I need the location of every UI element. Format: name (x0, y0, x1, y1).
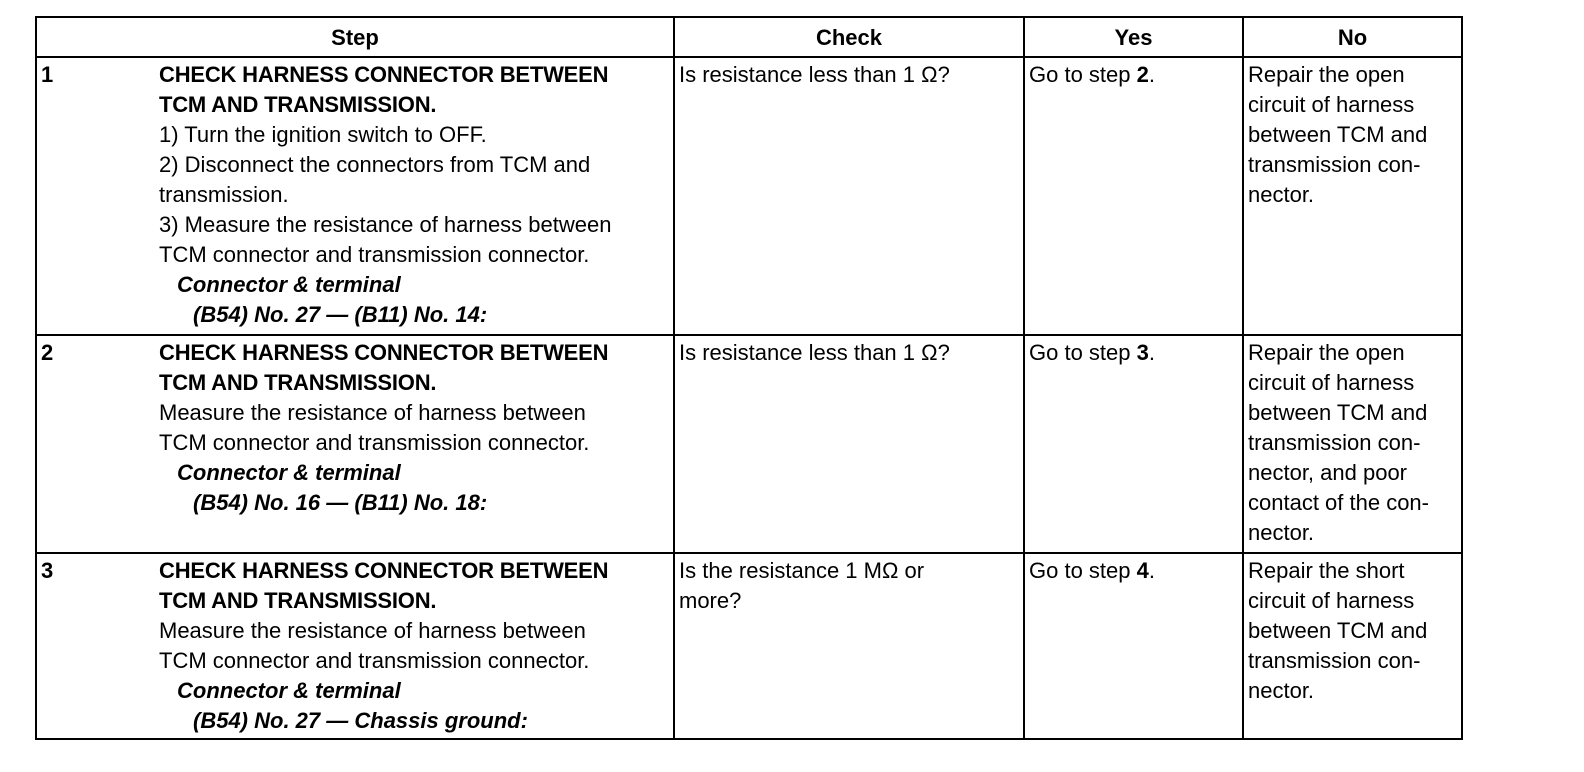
step-instruction: 3) Measure the resistance of harness bet… (159, 212, 612, 237)
step-instruction: 1) Turn the ignition switch to OFF. (159, 122, 487, 147)
no-cell: Repair the short circuit of harness betw… (1242, 552, 1463, 740)
step-instruction: 2) Disconnect the connectors from TCM an… (159, 152, 591, 177)
yes-text: Go to step (1029, 340, 1137, 365)
step-instruction: Measure the resistance of harness betwee… (159, 618, 586, 643)
yes-cell: Go to step 4. (1023, 552, 1244, 740)
yes-cell: Go to step 2. (1023, 56, 1244, 336)
no-text: Repair the open (1248, 62, 1405, 87)
header-step: Step (35, 16, 675, 58)
no-text: transmission con- (1248, 648, 1421, 673)
connector-terminal-label: Connector & terminal (177, 678, 401, 703)
yes-cell: Go to step 3. (1023, 334, 1244, 554)
step-instruction: Measure the resistance of harness betwee… (159, 400, 586, 425)
no-text: between TCM and (1248, 618, 1428, 643)
no-text: circuit of harness (1248, 588, 1415, 613)
step-title: CHECK HARNESS CONNECTOR BETWEEN (159, 340, 609, 365)
no-text: nector. (1248, 678, 1315, 703)
no-text: Repair the short (1248, 558, 1405, 583)
table-row-step-3: 3 CHECK HARNESS CONNECTOR BETWEEN TCM AN… (35, 552, 1463, 740)
step-number: 1 (41, 62, 54, 87)
no-text: nector, and poor (1248, 460, 1408, 485)
yes-step-link[interactable]: 4 (1136, 558, 1149, 583)
no-text: contact of the con- (1248, 490, 1429, 515)
step-title: TCM AND TRANSMISSION. (159, 370, 437, 395)
connector-terminal-value: (B54) No. 16 — (B11) No. 18: (193, 490, 488, 515)
connector-terminal-value: (B54) No. 27 — Chassis ground: (193, 708, 528, 733)
check-question: Is resistance less than 1 Ω? (679, 340, 950, 365)
yes-suffix: . (1148, 62, 1155, 87)
step-title: TCM AND TRANSMISSION. (159, 588, 437, 613)
step-number: 3 (41, 558, 54, 583)
yes-suffix: . (1148, 558, 1155, 583)
yes-step-link[interactable]: 3 (1136, 340, 1149, 365)
diagnostic-table: Step Check Yes No 1 CHECK HARNESS CONNEC… (35, 16, 1463, 740)
no-text: between TCM and (1248, 400, 1428, 425)
connector-terminal-value: (B54) No. 27 — (B11) No. 14: (193, 302, 488, 327)
step-title: CHECK HARNESS CONNECTOR BETWEEN (159, 62, 609, 87)
header-check: Check (673, 16, 1025, 58)
no-text: Repair the open (1248, 340, 1405, 365)
check-cell: Is resistance less than 1 Ω? (673, 334, 1025, 554)
header-no: No (1242, 16, 1463, 58)
no-text: circuit of harness (1248, 370, 1415, 395)
yes-suffix: . (1148, 340, 1155, 365)
no-text: nector. (1248, 182, 1315, 207)
table-row-step-1: 1 CHECK HARNESS CONNECTOR BETWEEN TCM AN… (35, 56, 1463, 336)
check-cell: Is the resistance 1 MΩ or more? (673, 552, 1025, 740)
connector-terminal-label: Connector & terminal (177, 272, 401, 297)
check-question: Is resistance less than 1 Ω? (679, 62, 950, 87)
check-cell: Is resistance less than 1 Ω? (673, 56, 1025, 336)
yes-text: Go to step (1029, 558, 1137, 583)
diagnostic-table-container: Step Check Yes No 1 CHECK HARNESS CONNEC… (35, 16, 1463, 740)
step-instruction: TCM connector and transmission connector… (159, 430, 590, 455)
step-instruction: TCM connector and transmission connector… (159, 242, 590, 267)
step-cell: 2 CHECK HARNESS CONNECTOR BETWEEN TCM AN… (35, 334, 675, 554)
step-title: CHECK HARNESS CONNECTOR BETWEEN (159, 558, 609, 583)
no-cell: Repair the open circuit of harness betwe… (1242, 334, 1463, 554)
no-text: nector. (1248, 520, 1315, 545)
step-cell: 3 CHECK HARNESS CONNECTOR BETWEEN TCM AN… (35, 552, 675, 740)
step-title: TCM AND TRANSMISSION. (159, 92, 437, 117)
connector-terminal-label: Connector & terminal (177, 460, 401, 485)
step-instruction: transmission. (159, 182, 289, 207)
step-number: 2 (41, 340, 54, 365)
step-instruction: TCM connector and transmission connector… (159, 648, 590, 673)
no-text: between TCM and (1248, 122, 1428, 147)
no-text: circuit of harness (1248, 92, 1415, 117)
check-question: more? (679, 588, 742, 613)
yes-text: Go to step (1029, 62, 1137, 87)
no-cell: Repair the open circuit of harness betwe… (1242, 56, 1463, 336)
header-yes: Yes (1023, 16, 1244, 58)
check-question: Is the resistance 1 MΩ or (679, 558, 925, 583)
table-header-row: Step Check Yes No (35, 16, 1463, 58)
no-text: transmission con- (1248, 152, 1421, 177)
no-text: transmission con- (1248, 430, 1421, 455)
yes-step-link[interactable]: 2 (1136, 62, 1149, 87)
table-row-step-2: 2 CHECK HARNESS CONNECTOR BETWEEN TCM AN… (35, 334, 1463, 554)
step-cell: 1 CHECK HARNESS CONNECTOR BETWEEN TCM AN… (35, 56, 675, 336)
